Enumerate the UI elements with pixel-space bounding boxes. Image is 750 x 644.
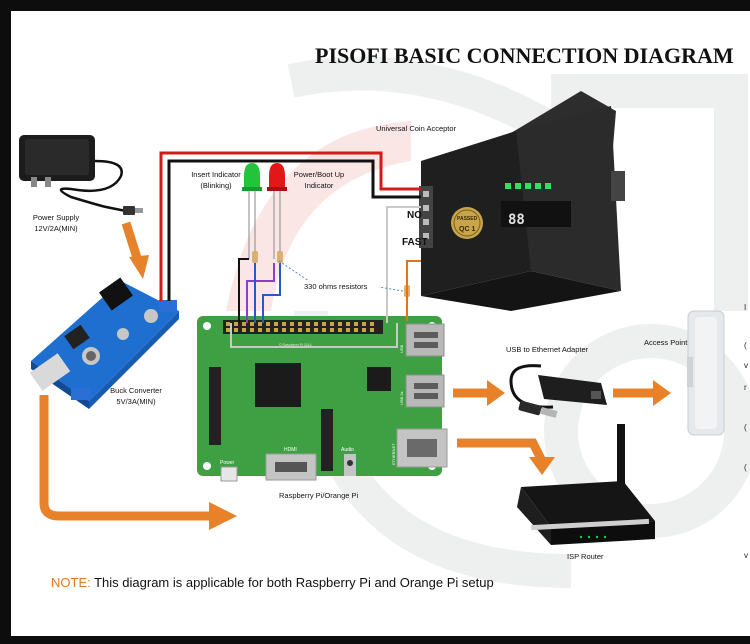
clipped-side-letter: v: [744, 361, 748, 370]
clipped-side-letter: v: [744, 551, 748, 560]
pi-hdmi-label: HDMI: [284, 447, 297, 453]
access-point-icon: [687, 310, 725, 436]
note-text: This diagram is applicable for both Rasp…: [90, 575, 494, 590]
label-power-indicator-1: Power/Boot Up: [293, 170, 345, 179]
qc-seal-top: PASSED: [457, 216, 478, 222]
orange-arrowheads: [129, 255, 671, 530]
pi-usb2-label: USB 2x: [399, 391, 404, 405]
pi-brand-label: © Raspberry Pi 2014: [279, 343, 312, 347]
diagram-sheet: © Raspberry Pi 2014 HDMI Audio Power USB…: [11, 11, 750, 636]
coin-acceptor-icon: [419, 91, 625, 311]
clipped-side-letter: (: [744, 423, 747, 432]
pi-ethernet-label: ETHERNET: [391, 443, 396, 465]
pi-power-label: Power: [220, 460, 235, 466]
label-power-supply-2: 12V/2A(MIN): [34, 224, 78, 233]
pi-usb1-label: USB: [399, 344, 404, 353]
usb-ethernet-adapter-icon: [509, 364, 607, 418]
isp-router-icon: [517, 424, 655, 545]
green-led-icon: [242, 163, 262, 259]
label-fast: FAST: [402, 237, 428, 248]
connection-diagram: © Raspberry Pi 2014 HDMI Audio Power USB…: [19, 56, 750, 588]
footer-note: NOTE: This diagram is applicable for bot…: [51, 575, 494, 590]
label-access-point: Access Point: [644, 338, 688, 347]
qc-seal-bottom: QC 1: [459, 226, 475, 233]
diagram-title: PISOFI BASIC CONNECTION DIAGRAM: [315, 43, 734, 68]
clipped-side-letter: (: [744, 463, 747, 472]
orange-arrows: [39, 221, 655, 521]
power-supply-icon: [19, 135, 143, 215]
label-power-indicator-2: Indicator: [304, 181, 334, 190]
label-resistors: 330 ohms resistors: [304, 282, 368, 291]
label-buck-converter-1: Buck Converter: [110, 386, 162, 395]
label-isp-router: ISP Router: [567, 552, 604, 561]
label-insert-indicator-2: (Blinking): [200, 181, 232, 190]
background-watermark-pink: [226, 121, 411, 311]
label-coin-acceptor: Universal Coin Acceptor: [376, 124, 457, 133]
coin-display: 88: [508, 212, 525, 228]
label-insert-indicator-1: Insert Indicator: [191, 170, 241, 179]
red-led-icon: [267, 163, 287, 259]
label-power-supply-1: Power Supply: [32, 213, 80, 222]
buck-converter-icon: [29, 277, 179, 409]
raspberry-pi-board: [197, 316, 448, 482]
clipped-side-letter: r: [744, 383, 747, 392]
note-prefix: NOTE:: [51, 575, 91, 590]
clipped-side-letter: I: [744, 303, 747, 312]
pi-audio-label: Audio: [341, 447, 354, 453]
label-raspberry-pi: Raspberry Pi/Orange Pi: [279, 491, 359, 500]
label-usb-ethernet: USB to Ethernet Adapter: [506, 345, 589, 354]
wires: [159, 151, 421, 348]
label-no: NO: [407, 210, 422, 221]
clipped-side-letter: (: [744, 341, 747, 350]
label-buck-converter-2: 5V/3A(MIN): [116, 397, 156, 406]
